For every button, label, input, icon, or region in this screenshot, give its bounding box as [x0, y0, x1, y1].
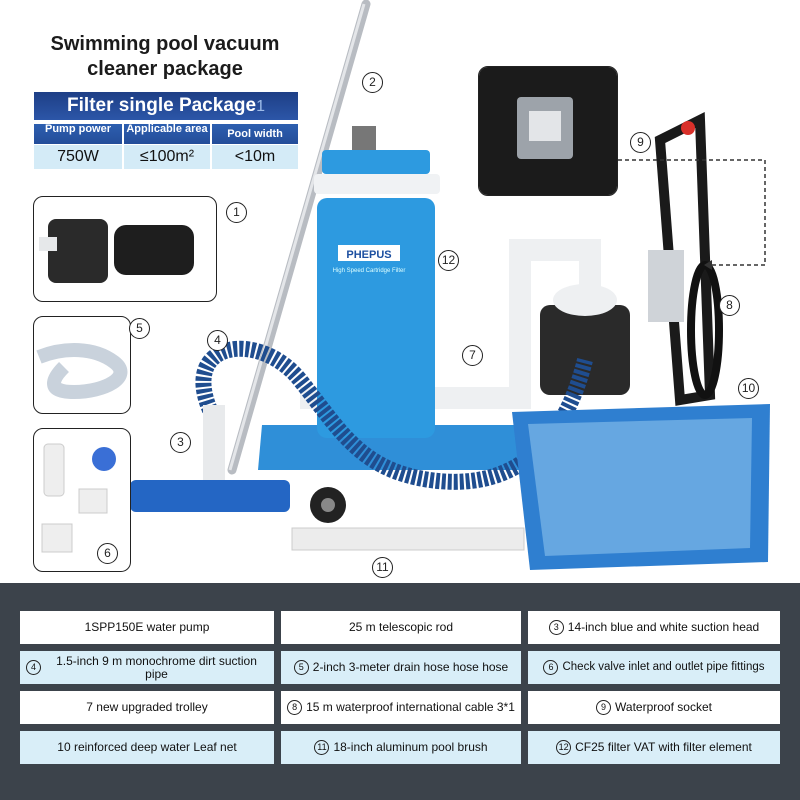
item-text: 1SPP150E water pump	[84, 620, 210, 634]
item-cell: 10 reinforced deep water Leaf net	[20, 731, 274, 764]
brand-label: PHEPUS	[346, 249, 391, 261]
item-text: CF25 filter VAT with filter element	[575, 740, 752, 754]
filter-ring	[314, 174, 440, 194]
pump-motor	[540, 305, 630, 395]
item-number: 5	[293, 660, 309, 675]
spec-header-text: Pool width	[227, 128, 283, 140]
callout-11: 11	[372, 557, 393, 578]
item-text: 7 new upgraded trolley	[86, 700, 208, 714]
item-number: 8	[287, 700, 303, 715]
callout-2: 2	[362, 72, 383, 93]
suction-head-neck	[203, 405, 225, 485]
item-text: Check valve inlet and outlet pipe fittin…	[562, 661, 765, 673]
package-banner-label: Filter single Package	[67, 95, 257, 116]
pressure-gauge	[352, 126, 376, 150]
spec-header-text: Pump power	[44, 123, 111, 135]
socket-illustration	[479, 67, 617, 195]
pump-photo	[33, 196, 217, 302]
item-number: 4	[26, 660, 41, 675]
page-title: Swimming pool vacuum cleaner package	[50, 33, 280, 80]
callout-3: 3	[170, 432, 191, 453]
callout-5: 5	[129, 318, 150, 339]
item-cell: 7 new upgraded trolley	[20, 691, 274, 724]
drain-hose-illustration	[36, 343, 128, 400]
trolley-plate	[648, 250, 684, 322]
item-number: 12	[556, 740, 572, 755]
item-text: 18-inch aluminum pool brush	[333, 740, 488, 754]
wheel-hub	[321, 498, 335, 512]
socket-photo	[478, 66, 618, 196]
white-pipe	[435, 239, 601, 409]
spec-header-text: Applicable area	[126, 123, 208, 135]
telescopic-rod	[227, 0, 371, 475]
rod-highlight	[228, 3, 366, 471]
item-text: 15 m waterproof international cable 3*1	[306, 700, 515, 714]
callout-12: 12	[438, 250, 459, 271]
filter-lid	[322, 150, 430, 174]
pump-illustration	[39, 219, 194, 283]
spec-header-pump: Pump power	[34, 124, 122, 144]
spec-value-pump: 750W	[34, 145, 122, 169]
brand-label-bg	[338, 245, 400, 261]
callout-10: 10	[738, 378, 759, 399]
spec-value-width: <10m	[212, 145, 298, 169]
callout-arrow	[704, 260, 712, 270]
product-illustration: PHEPUS High Speed Cartridge Filter	[130, 0, 770, 570]
item-number: 11	[314, 740, 330, 755]
item-number: 9	[596, 700, 612, 715]
banner-number: 1	[256, 98, 265, 115]
item-text: Waterproof socket	[615, 700, 712, 714]
callout-8: 8	[719, 295, 740, 316]
trolley-handle	[681, 121, 695, 135]
item-number: 3	[548, 620, 564, 635]
pump-basket	[553, 284, 617, 316]
filter-tank	[317, 198, 435, 438]
callout-line	[590, 159, 766, 266]
callout-1: 1	[226, 202, 247, 223]
spec-header-width: Pool width	[212, 124, 298, 144]
item-text: 14-inch blue and white suction head	[567, 620, 760, 634]
item-text: 10 reinforced deep water Leaf net	[57, 740, 237, 754]
callout-7: 7	[462, 345, 483, 366]
item-cell: 25 m telescopic rod	[281, 611, 521, 644]
item-text: 1.5-inch 9 m monochrome dirt suction pip…	[56, 653, 257, 681]
fittings-illustration	[41, 443, 116, 553]
suction-head	[130, 480, 290, 512]
item-cell: 1SPP150E water pump	[20, 611, 274, 644]
item-text: 25 m telescopic rod	[348, 620, 454, 634]
item-text: 2-inch 3-meter drain hose hose hose	[312, 660, 509, 674]
drain-hose-photo	[33, 316, 131, 414]
callout-4: 4	[207, 330, 228, 351]
item-cell: 4 1.5-inch 9 m monochrome dirt suction pi…	[20, 651, 274, 684]
leaf-net-mesh	[528, 418, 752, 556]
item-number: 6	[543, 660, 559, 675]
callout-9: 9	[630, 132, 651, 153]
pool-brush	[291, 527, 525, 551]
package-banner: Filter single Package1	[34, 92, 298, 120]
callout-6: 6	[97, 543, 118, 564]
filter-subtitle: High Speed Cartridge Filter	[333, 268, 406, 274]
spec-header-area: Applicable area	[124, 124, 210, 144]
spec-value-area: ≤100m²	[124, 145, 210, 169]
